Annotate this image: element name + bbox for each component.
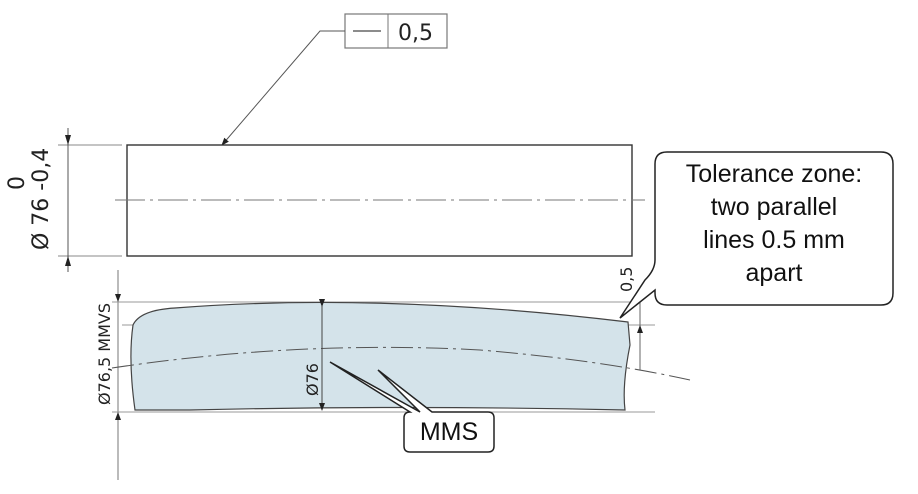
bottom-view: Ø76,5 MMVS Ø76 0,5 <box>95 267 691 480</box>
top-dimension: Ø 76 -0,4 <box>29 148 54 250</box>
callout-line: Tolerance zone: <box>685 160 863 188</box>
callout-line: lines 0.5 mm <box>703 226 845 254</box>
mms-callout-bubble <box>329 361 495 453</box>
callout-line: apart <box>745 259 803 287</box>
leader-arrow <box>221 30 345 146</box>
tolerance-callout-text: Tolerance zone: two parallel lines 0.5 m… <box>655 158 893 290</box>
feature-control-frame: 0,5 <box>221 13 448 146</box>
top-view: Ø 76 -0,4 0 <box>5 128 645 272</box>
inner-dimension: Ø76 <box>303 363 322 396</box>
mms-callout-text: MMS <box>419 418 479 446</box>
top-dimension-upper: 0 <box>5 176 30 190</box>
zone-dimension: 0,5 <box>617 267 636 292</box>
tolerance-callout-bubble <box>619 151 894 319</box>
mmvs-dimension: Ø76,5 MMVS <box>95 303 114 405</box>
deformed-part <box>130 301 631 411</box>
fcf-tolerance: 0,5 <box>398 21 433 46</box>
callout-line: two parallel <box>710 193 838 221</box>
